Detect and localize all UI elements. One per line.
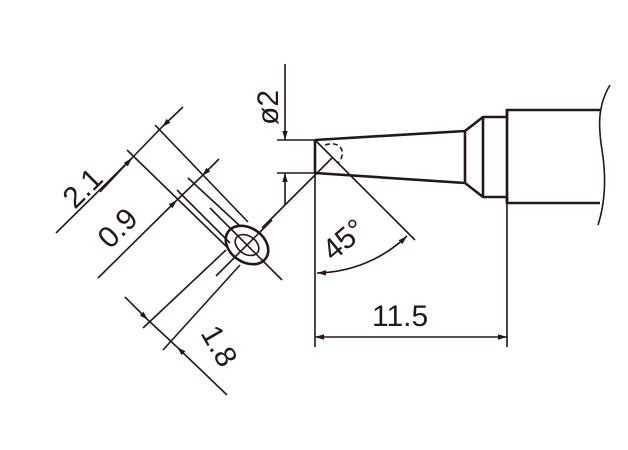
break-line: [597, 84, 611, 226]
width-2-1-dimension: 2.1: [55, 106, 249, 249]
hidden-bevel: [324, 143, 344, 164]
length-label: 11.5: [372, 300, 428, 333]
length-dimension: 11.5: [315, 203, 508, 347]
diameter-dimension: ø2: [252, 64, 315, 205]
diameter-label: ø2: [252, 90, 285, 125]
width-0-9-label: 0.9: [92, 202, 145, 255]
section-view: [209, 157, 333, 281]
width-1-8-dimension: 1.8: [124, 249, 243, 396]
angle-label: 45°: [316, 213, 372, 267]
width-2-1-label: 2.1: [57, 162, 110, 215]
width-1-8-label: 1.8: [194, 320, 243, 373]
tip-outline: [313, 84, 611, 226]
